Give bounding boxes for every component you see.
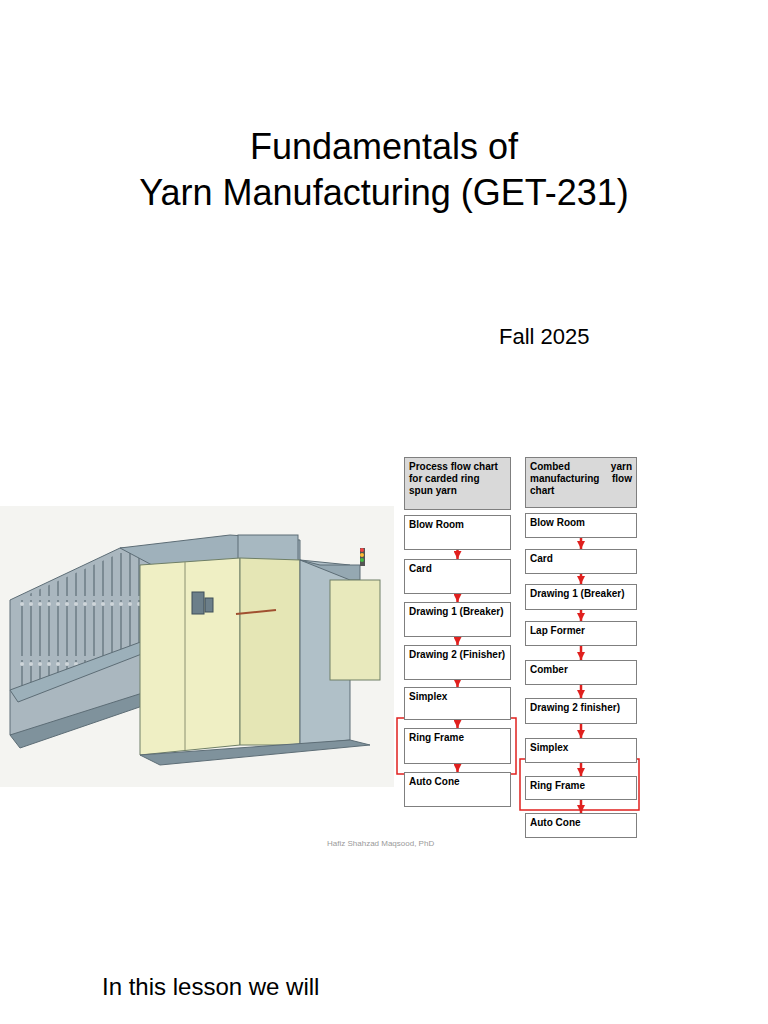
term-label: Fall 2025 <box>499 324 590 350</box>
process-box: Drawing 1 (Breaker) <box>404 602 511 637</box>
watermark: Hafiz Shahzad Maqsood, PhD <box>327 839 434 848</box>
process-box: Drawing 1 (Breaker) <box>525 584 637 610</box>
header-text: Combed yarn manufacturing flow chart <box>530 461 632 497</box>
gearbox-top <box>300 560 360 580</box>
process-box: Card <box>525 549 637 574</box>
process-box: Lap Former <box>525 621 637 646</box>
process-label: Auto Cone <box>530 817 632 829</box>
illustration-ground <box>0 506 394 787</box>
process-box: Card <box>404 559 511 594</box>
flow-arrow <box>580 763 583 776</box>
process-label: Ring Frame <box>530 780 632 792</box>
lamp-light <box>360 553 364 557</box>
flow-arrow <box>580 646 583 660</box>
process-label: Blow Room <box>409 519 506 531</box>
flow-arrow <box>456 680 459 687</box>
control-panel <box>205 598 213 612</box>
process-box: Auto Cone <box>525 813 637 838</box>
flow-arrow <box>456 594 459 602</box>
cabinet-side <box>240 558 300 745</box>
process-label: Drawing 2 finisher) <box>530 702 632 714</box>
handle <box>236 610 276 614</box>
header-text: Process flow chart for carded ring spun … <box>409 461 506 497</box>
process-label: Comber <box>530 664 632 676</box>
process-box: Ring Frame <box>525 776 637 800</box>
process-label: Simplex <box>530 742 632 754</box>
process-box: Simplex <box>404 687 511 720</box>
process-box: Drawing 2 finisher) <box>525 698 637 724</box>
process-label: Simplex <box>409 691 506 703</box>
process-label: Card <box>409 563 506 575</box>
flow-arrow <box>456 720 459 728</box>
process-box: Blow Room <box>525 513 637 538</box>
process-label: Drawing 1 (Breaker) <box>530 588 632 600</box>
flow-arrow <box>456 550 459 559</box>
spindle-rail <box>10 640 152 702</box>
process-box: Ring Frame <box>404 728 511 764</box>
process-label: Ring Frame <box>409 732 506 744</box>
process-label: Card <box>530 553 632 565</box>
lamp-light <box>360 548 364 552</box>
control-panel <box>192 592 204 614</box>
cabinet-seam <box>185 562 186 750</box>
flow-arrow <box>580 724 583 738</box>
title-line: Fundamentals of <box>84 124 684 170</box>
process-box: Simplex <box>525 738 637 763</box>
highlight-frame <box>397 718 516 774</box>
end-panel <box>330 580 380 680</box>
process-label: Blow Room <box>530 517 632 529</box>
process-box: Drawing 2 (Finisher) <box>404 645 511 680</box>
signal-lamp <box>360 548 365 566</box>
flow-arrow <box>580 685 583 698</box>
chart-header: Process flow chart for carded ring spun … <box>404 457 511 510</box>
process-label: Lap Former <box>530 625 632 637</box>
process-label: Drawing 2 (Finisher) <box>409 649 506 661</box>
chart-header: Combed yarn manufacturing flow chart <box>525 457 637 508</box>
flow-arrow <box>580 800 583 813</box>
flow-arrow <box>456 764 459 772</box>
machine-base <box>140 740 370 765</box>
process-label: Auto Cone <box>409 776 506 788</box>
process-label: Drawing 1 (Breaker) <box>409 606 506 618</box>
flow-arrow <box>456 637 459 645</box>
title-line: Yarn Manufacturing (GET-231) <box>84 170 684 216</box>
flow-arrow <box>580 538 583 549</box>
cabinet <box>140 558 240 755</box>
lamp-light <box>360 558 364 562</box>
flow-arrow <box>580 610 583 621</box>
title: Fundamentals of Yarn Manufacturing (GET-… <box>84 124 684 216</box>
process-box: Auto Cone <box>404 772 511 807</box>
process-box: Blow Room <box>404 515 511 550</box>
flow-arrow <box>580 574 583 584</box>
highlight-frame <box>520 759 639 810</box>
process-box: Comber <box>525 660 637 685</box>
base-rail <box>10 690 160 748</box>
lesson-intro: In this lesson we will <box>102 973 319 1001</box>
